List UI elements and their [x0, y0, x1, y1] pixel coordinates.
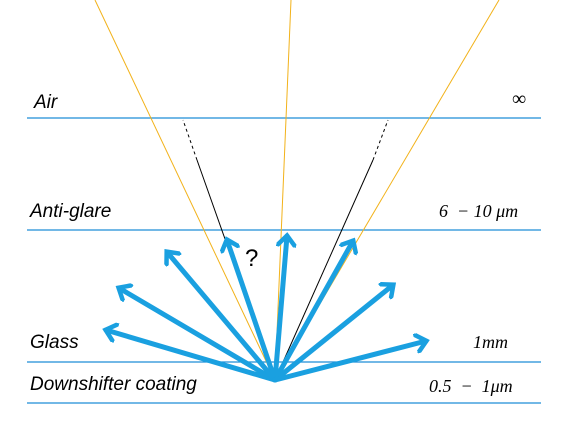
escape-ray-center [274, 0, 292, 381]
thickness-air: ∞ [512, 88, 527, 110]
layer-label-antiglare: Anti-glare [30, 201, 112, 222]
emission-arrow-5 [272, 236, 287, 383]
emission-arrow-8 [272, 341, 426, 383]
layer-label-glass: Glass [30, 332, 79, 353]
refracted-ray-right-extension [372, 119, 389, 161]
emission-arrow-1 [106, 330, 278, 383]
thickness-glass: 1mm [473, 332, 508, 352]
emission-arrow-7 [272, 285, 393, 383]
refracted-ray-right [274, 159, 374, 381]
emission-arrows [106, 236, 426, 383]
thickness-antiglare: 6 − 10 μm [439, 201, 519, 221]
question-mark: ? [245, 245, 259, 272]
thickness-downshifter-coating: 0.5 − 1μm [429, 376, 513, 396]
emission-arrow-4 [227, 240, 278, 383]
escape-ray-left [94, 0, 276, 381]
refracted-ray-left-extension [182, 119, 198, 161]
emission-arrow-6 [272, 241, 353, 383]
layer-label-downshifter-coating: Downshifter coating [30, 374, 197, 395]
emission-arrow-2 [119, 288, 278, 383]
layer-label-air: Air [34, 92, 58, 113]
emission-arrow-3 [167, 252, 278, 383]
